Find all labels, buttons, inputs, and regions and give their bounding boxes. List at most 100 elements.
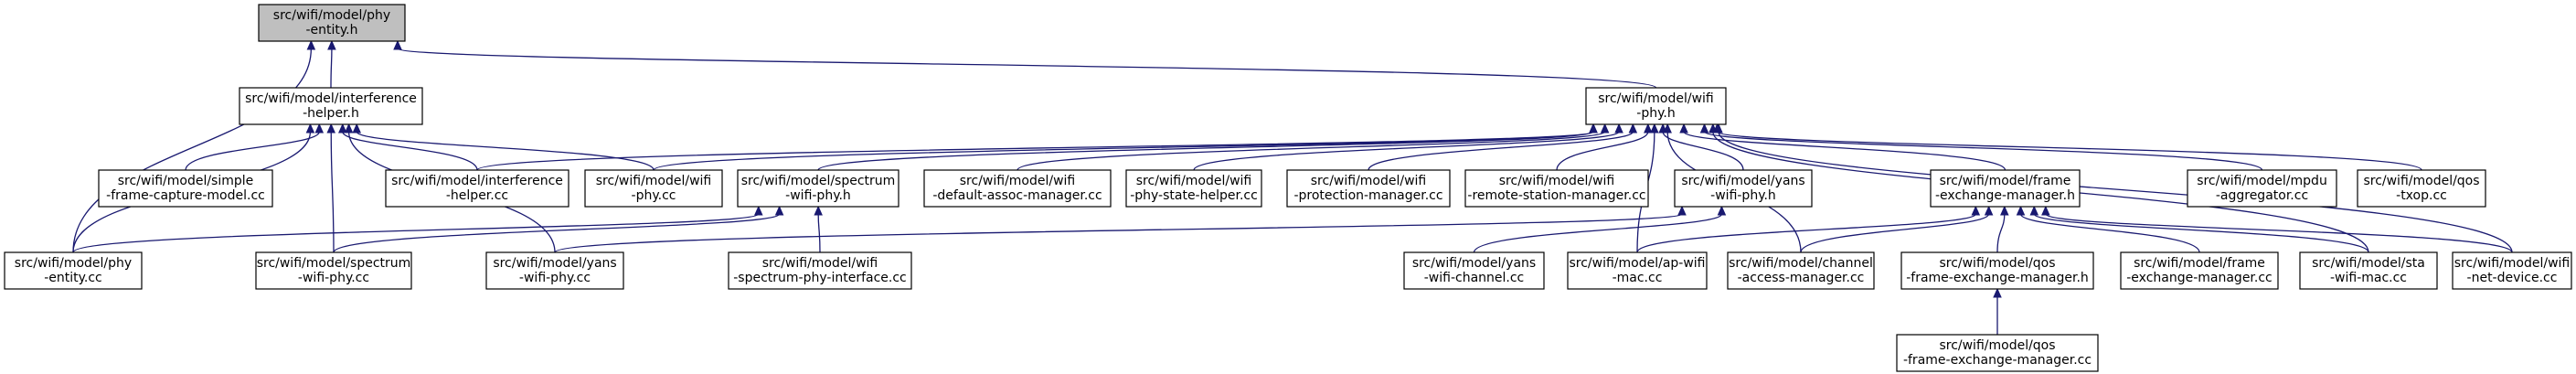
node-box: [1286, 169, 1451, 208]
node-mpdu_aggregator_cc[interactable]: src/wifi/model/mpdu-aggregator.cc: [2187, 169, 2337, 208]
node-label: src/wifi/model/wifi: [1311, 174, 1427, 188]
node-label: -helper.cc: [446, 188, 508, 203]
node-label: -default-assoc-manager.cc: [932, 188, 1102, 203]
node-label: -mac.cc: [1613, 271, 1663, 285]
edge-channel_access_manager_cc-to-frame_exchange_manager_h: [1800, 213, 1990, 253]
edge-frame_exchange_manager_h-to-wifi_phy_h: [1683, 131, 2007, 171]
node-box: [1403, 251, 1545, 290]
node-box: [2120, 251, 2279, 290]
node-box: [1464, 169, 1649, 208]
node-label: src/wifi/model/qos: [1939, 338, 2055, 353]
edge-wifi_net_device_cc-to-wifi_phy_h: [1718, 131, 2513, 253]
node-label: src/wifi/model/phy: [273, 8, 390, 23]
node-spectrum_wifi_phy_h[interactable]: src/wifi/model/spectrum-wifi-phy.h: [737, 169, 899, 208]
node-label: src/wifi/model/qos: [2363, 174, 2479, 188]
node-box: [1567, 251, 1708, 290]
arrowhead: [1663, 123, 1672, 134]
arrowhead: [352, 123, 362, 134]
node-box: [255, 251, 412, 290]
arrowhead: [306, 39, 316, 50]
nodes-layer: src/wifi/model/phy-entity.hsrc/wifi/mode…: [4, 4, 2572, 372]
node-box: [239, 87, 423, 125]
node-label: -aggregator.cc: [2216, 188, 2308, 203]
edge-wifi_phy_cc-to-interference_helper_h: [356, 131, 655, 171]
arrowhead: [326, 123, 336, 134]
node-spectrum_wifi_phy_cc[interactable]: src/wifi/model/spectrum-wifi-phy.cc: [255, 251, 412, 290]
arrowhead: [1644, 123, 1653, 134]
node-interference_helper_cc[interactable]: src/wifi/model/interference-helper.cc: [385, 169, 569, 208]
node-label: src/wifi/model/yans: [1412, 256, 1536, 271]
arrowhead: [2016, 205, 2026, 216]
node-qos_fem_h[interactable]: src/wifi/model/qos-frame-exchange-manage…: [1900, 251, 2094, 290]
arrowhead: [1677, 205, 1687, 216]
edge-phy_entity_cc-to-spectrum_wifi_phy_h: [72, 213, 760, 253]
node-label: -phy.h: [1636, 106, 1675, 121]
node-label: src/wifi/model/phy: [15, 256, 132, 271]
node-box: [923, 169, 1112, 208]
arrowhead: [1708, 123, 1718, 134]
node-phy_entity_h[interactable]: src/wifi/model/phy-entity.h: [258, 4, 406, 42]
node-protection_manager_cc[interactable]: src/wifi/model/wifi-protection-manager.c…: [1286, 169, 1451, 208]
arrowhead: [1699, 123, 1709, 134]
node-label: -helper.h: [303, 106, 359, 121]
node-simple_frame_capture_cc[interactable]: src/wifi/model/simple-frame-capture-mode…: [98, 169, 273, 208]
node-box: [737, 169, 899, 208]
node-ap_wifi_mac_cc[interactable]: src/wifi/model/ap-wifi-mac.cc: [1567, 251, 1708, 290]
node-label: src/wifi/model/sta: [2312, 256, 2425, 271]
node-label: -access-manager.cc: [1738, 271, 1865, 285]
node-label: src/wifi/model/wifi: [2454, 256, 2571, 271]
node-yans_wifi_phy_h[interactable]: src/wifi/model/yans-wifi-phy.h: [1674, 169, 1813, 208]
node-label: -wifi-phy.h: [785, 188, 851, 203]
node-box: [2187, 169, 2337, 208]
edge-spectrum_wifi_phy_h-to-wifi_phy_h: [817, 131, 1594, 171]
edge-phy_state_helper_cc-to-wifi_phy_h: [1193, 131, 1620, 171]
node-sta_wifi_mac_cc[interactable]: src/wifi/model/sta-wifi-mac.cc: [2299, 251, 2438, 290]
node-label: -txop.cc: [2396, 188, 2447, 203]
node-label: src/wifi/model/frame: [2134, 256, 2265, 271]
node-box: [728, 251, 912, 290]
node-wifi_net_device_cc[interactable]: src/wifi/model/wifi-net-device.cc: [2452, 251, 2572, 290]
arrowhead: [327, 39, 336, 50]
node-interference_helper_h[interactable]: src/wifi/model/interference-helper.h: [239, 87, 423, 125]
node-label: src/wifi/model/wifi: [596, 174, 712, 188]
node-label: -frame-capture-model.cc: [106, 188, 265, 203]
node-phy_entity_cc[interactable]: src/wifi/model/phy-entity.cc: [4, 251, 143, 290]
node-remote_station_manager_cc[interactable]: src/wifi/model/wifi-remote-station-manag…: [1464, 169, 1649, 208]
edge-frame_exchange_manager_cc-to-frame_exchange_manager_h: [2019, 213, 2200, 253]
node-label: src/wifi/model/wifi: [1136, 174, 1252, 188]
node-wifi_phy_cc[interactable]: src/wifi/model/wifi-phy.cc: [584, 169, 723, 208]
node-phy_state_helper_cc[interactable]: src/wifi/model/wifi-phy-state-helper.cc: [1125, 169, 1262, 208]
node-yans_wifi_phy_cc[interactable]: src/wifi/model/yans-wifi-phy.cc: [485, 251, 624, 290]
node-box: [485, 251, 624, 290]
node-box: [2299, 251, 2438, 290]
arrowhead: [344, 123, 354, 134]
node-qos_txop_cc[interactable]: src/wifi/model/qos-txop.cc: [2357, 169, 2486, 208]
arrowhead: [1717, 205, 1727, 216]
node-spectrum_phy_interface_cc[interactable]: src/wifi/model/wifi-spectrum-phy-interfa…: [728, 251, 912, 290]
node-qos_fem_cc[interactable]: src/wifi/model/qos-frame-exchange-manage…: [1896, 334, 2099, 372]
node-label: -wifi-phy.cc: [519, 271, 591, 285]
node-default_assoc_manager_cc[interactable]: src/wifi/model/wifi-default-assoc-manage…: [923, 169, 1112, 208]
edge-spectrum_wifi_phy_cc-to-interference_helper_h: [330, 131, 335, 253]
node-label: src/wifi/model/wifi: [762, 256, 878, 271]
node-yans_wifi_channel_cc[interactable]: src/wifi/model/yans-wifi-channel.cc: [1403, 251, 1545, 290]
node-channel_access_manager_cc[interactable]: src/wifi/model/channel-access-manager.cc: [1727, 251, 1875, 290]
edge-remote_station_manager_cc-to-wifi_phy_h: [1556, 131, 1649, 171]
node-frame_exchange_manager_cc[interactable]: src/wifi/model/frame-exchange-manager.cc: [2120, 251, 2279, 290]
node-box: [1900, 251, 2094, 290]
node-label: src/wifi/model/channel: [1729, 256, 1873, 271]
node-frame_exchange_manager_h[interactable]: src/wifi/model/frame-exchange-manager.h: [1930, 169, 2081, 208]
edge-qos_fem_h-to-frame_exchange_manager_h: [1996, 213, 2006, 253]
arrowhead: [1993, 287, 2002, 298]
arrowhead: [1650, 123, 1659, 134]
arrowhead: [1971, 205, 1981, 216]
node-wifi_phy_h[interactable]: src/wifi/model/wifi-phy.h: [1585, 87, 1727, 125]
node-box: [1585, 87, 1727, 125]
arrowhead: [1600, 123, 1610, 134]
edge-interference_helper_h-to-phy_entity_h: [330, 48, 333, 89]
node-label: src/wifi/model/frame: [1940, 174, 2071, 188]
node-label: src/wifi/model/qos: [1939, 256, 2055, 271]
node-label: src/wifi/model/wifi: [1499, 174, 1615, 188]
edge-interference_helper_cc-to-wifi_phy_h: [476, 131, 1594, 171]
node-box: [1125, 169, 1262, 208]
